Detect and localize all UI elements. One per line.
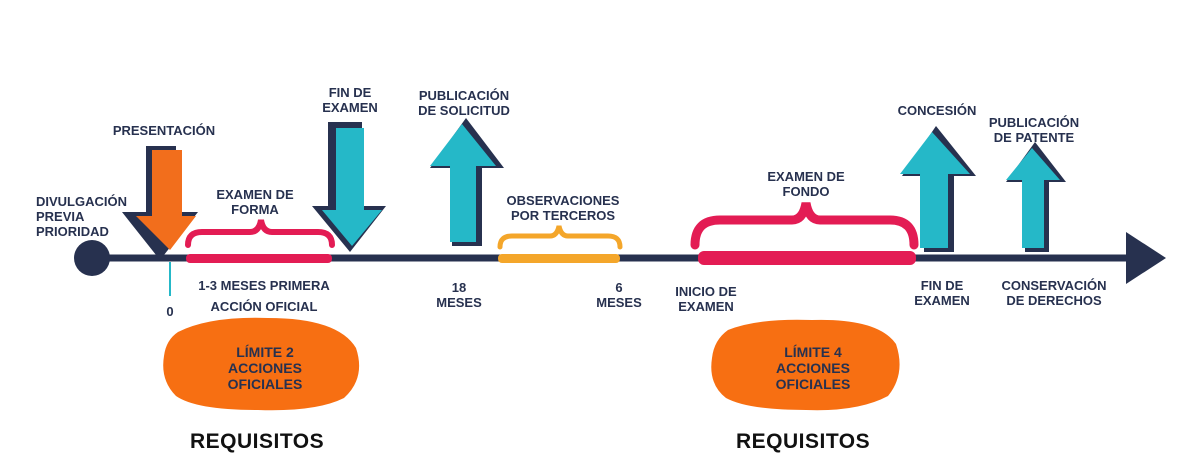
label-divulgacion: DIVULGACIÓN PREVIA PRIORIDAD — [36, 194, 127, 239]
label-6-meses: 6 MESES — [584, 280, 654, 310]
brace-examen-fondo — [695, 203, 914, 245]
label-presentacion: PRESENTACIÓN — [104, 123, 224, 138]
publicacion-solicitud-up-arrow-icon — [430, 118, 504, 246]
label-fin-examen-bottom: FIN DE EXAMEN — [892, 278, 992, 308]
footer-requisitos-right: REQUISITOS — [736, 430, 870, 454]
label-zero: 0 — [160, 304, 180, 319]
label-publicacion-patente: PUBLICACIÓN DE PATENTE — [978, 115, 1090, 145]
label-conservacion: CONSERVACIÓN DE DERECHOS — [984, 278, 1124, 308]
segment-examen-fondo — [698, 251, 916, 265]
label-publicacion-solicitud: PUBLICACIÓN DE SOLICITUD — [404, 88, 524, 118]
blob-limite-2-text: LÍMITE 2 ACCIONES OFICIALES — [190, 344, 340, 392]
label-fin-examen-top: FIN DE EXAMEN — [306, 85, 394, 115]
brace-examen-forma — [188, 220, 332, 245]
label-examen-forma: EXAMEN DE FORMA — [200, 187, 310, 217]
segment-examen-forma — [186, 254, 332, 263]
brace-observaciones — [500, 226, 620, 247]
label-accion-oficial: ACCIÓN OFICIAL — [186, 299, 342, 314]
label-18-meses: 18 MESES — [424, 280, 494, 310]
timeline-arrowhead-icon — [1126, 232, 1166, 284]
label-examen-fondo: EXAMEN DE FONDO — [746, 169, 866, 199]
timeline-start-dot — [74, 240, 110, 276]
publicacion-patente-up-arrow-icon — [1006, 142, 1066, 252]
segment-observaciones — [498, 254, 620, 263]
label-concesion: CONCESIÓN — [882, 103, 992, 118]
label-inicio-examen: INICIO DE EXAMEN — [656, 284, 756, 314]
label-meses-primera: 1-3 MESES PRIMERA — [186, 278, 342, 293]
blob-limite-4-text: LÍMITE 4 ACCIONES OFICIALES — [738, 344, 888, 392]
footer-requisitos-left: REQUISITOS — [190, 430, 324, 454]
label-observaciones: OBSERVACIONES POR TERCEROS — [495, 193, 631, 223]
